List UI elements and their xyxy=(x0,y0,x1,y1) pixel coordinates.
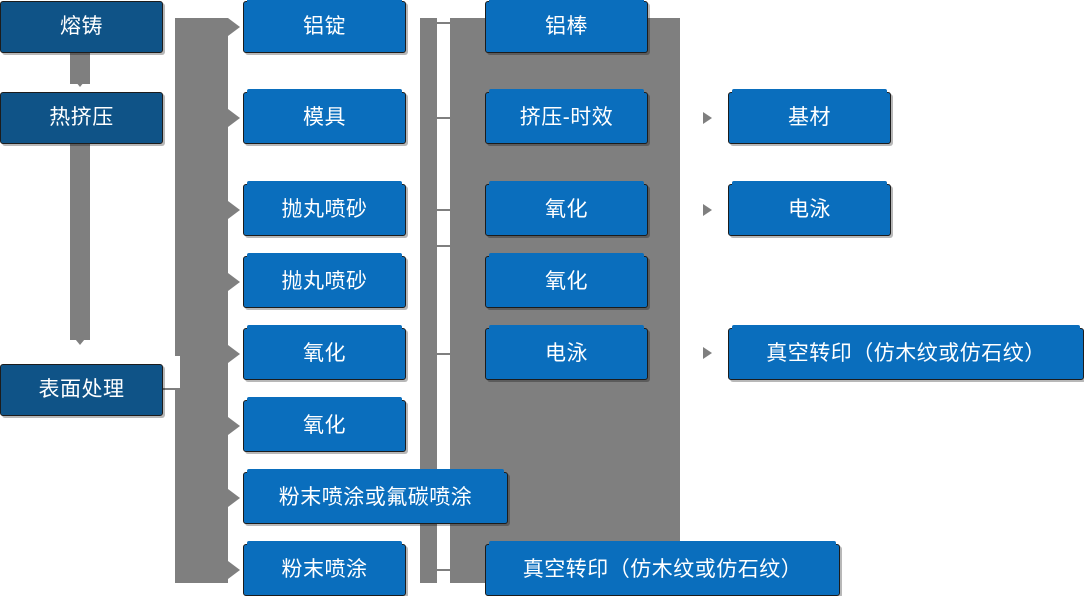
arrow-to-c2-shotblast-2 xyxy=(228,273,240,291)
arrow-to-c4-electro xyxy=(703,204,712,216)
arrow-to-c2-oxidation-2 xyxy=(228,417,240,435)
connector-middle-thin-bar xyxy=(420,18,437,583)
process-label-aluminum-bar: 铝棒 xyxy=(545,15,588,39)
process-label-shotblast-1: 抛丸喷砂 xyxy=(281,198,368,222)
process-label-oxidation-c2-2: 氧化 xyxy=(303,414,346,438)
process-label-extrusion-aging: 挤压-时效 xyxy=(519,106,614,130)
arrow-to-c2-mold xyxy=(228,109,240,127)
process-box-ingot[interactable]: 铝锭 xyxy=(243,0,406,53)
process-label-shotblast-2: 抛丸喷砂 xyxy=(281,270,368,294)
process-box-extrusion-aging[interactable]: 挤压-时效 xyxy=(485,89,648,144)
product-label-substrate: 基材 xyxy=(788,106,831,130)
process-box-shotblast-1[interactable]: 抛丸喷砂 xyxy=(243,181,406,236)
process-box-oxidation-c3-2[interactable]: 氧化 xyxy=(485,253,648,308)
connector-surface-to-backbone xyxy=(163,388,183,390)
tie-row-shotblast-1 xyxy=(437,209,451,211)
process-box-powder-or-fluorocarbon[interactable]: 粉末喷涂或氟碳喷涂 xyxy=(243,469,508,524)
process-label-oxidation-c3-1: 氧化 xyxy=(545,198,588,222)
arrow-to-c2-shotblast-1 xyxy=(228,201,240,219)
product-label-vacuum-transfer: 真空转印（仿木纹或仿石纹） xyxy=(766,342,1046,366)
arrow-to-c2-powder-fluoro xyxy=(228,489,240,507)
process-label-mold: 模具 xyxy=(303,106,346,130)
process-box-mold[interactable]: 模具 xyxy=(243,89,406,144)
connector-left-backbone xyxy=(175,18,228,583)
product-box-substrate[interactable]: 基材 xyxy=(728,89,891,144)
stage-box-melting[interactable]: 熔铸 xyxy=(0,1,163,53)
process-label-oxidation-c2-1: 氧化 xyxy=(303,342,346,366)
process-box-oxidation-c2-1[interactable]: 氧化 xyxy=(243,325,406,380)
tie-row-oxidation-1 xyxy=(437,353,451,355)
stage-box-surface-treatment[interactable]: 表面处理 xyxy=(0,364,163,416)
process-box-vacuum-transfer-c3[interactable]: 真空转印（仿木纹或仿石纹） xyxy=(485,541,840,596)
tie-row-powder xyxy=(437,569,451,571)
tie-row-shotblast-2 xyxy=(437,245,451,247)
product-box-vacuum-transfer[interactable]: 真空转印（仿木纹或仿石纹） xyxy=(728,325,1084,380)
process-box-aluminum-bar[interactable]: 铝棒 xyxy=(485,0,648,53)
arrow-to-c4-substrate xyxy=(703,112,712,124)
arrow-to-c2-ingot xyxy=(228,18,240,36)
arrow-down-melting-to-extrude xyxy=(71,76,89,87)
stage-label-hot-extrusion: 热挤压 xyxy=(49,106,114,130)
arrow-to-c4-vacuum-print xyxy=(703,347,712,359)
arrow-to-c2-oxidation-1 xyxy=(228,345,240,363)
process-label-vacuum-transfer-c3: 真空转印（仿木纹或仿石纹） xyxy=(522,558,803,582)
tie-row-mold xyxy=(437,117,451,119)
connector-stage-spine-lower xyxy=(70,140,90,340)
stage-label-surface-treatment: 表面处理 xyxy=(38,378,125,402)
process-box-electrophoresis-c3[interactable]: 电泳 xyxy=(485,325,648,380)
process-label-powder-or-fluorocarbon: 粉末喷涂或氟碳喷涂 xyxy=(278,486,473,510)
process-label-oxidation-c3-2: 氧化 xyxy=(545,270,588,294)
stage-label-melting: 熔铸 xyxy=(60,15,103,39)
process-label-powder-coating: 粉末喷涂 xyxy=(281,558,368,582)
product-box-electrophoresis[interactable]: 电泳 xyxy=(728,181,891,236)
process-label-electrophoresis-c3: 电泳 xyxy=(545,342,588,366)
product-label-electrophoresis: 电泳 xyxy=(788,198,831,222)
process-label-ingot: 铝锭 xyxy=(303,15,346,39)
process-box-powder-coating[interactable]: 粉末喷涂 xyxy=(243,541,406,596)
arrow-down-extrude-to-surface xyxy=(71,334,89,345)
stage-box-hot-extrusion[interactable]: 热挤压 xyxy=(0,92,163,144)
process-box-shotblast-2[interactable]: 抛丸喷砂 xyxy=(243,253,406,308)
tie-row-ingot xyxy=(437,22,451,24)
arrow-to-c2-powder xyxy=(228,561,240,579)
process-box-oxidation-c2-2[interactable]: 氧化 xyxy=(243,397,406,452)
process-box-oxidation-c3-1[interactable]: 氧化 xyxy=(485,181,648,236)
